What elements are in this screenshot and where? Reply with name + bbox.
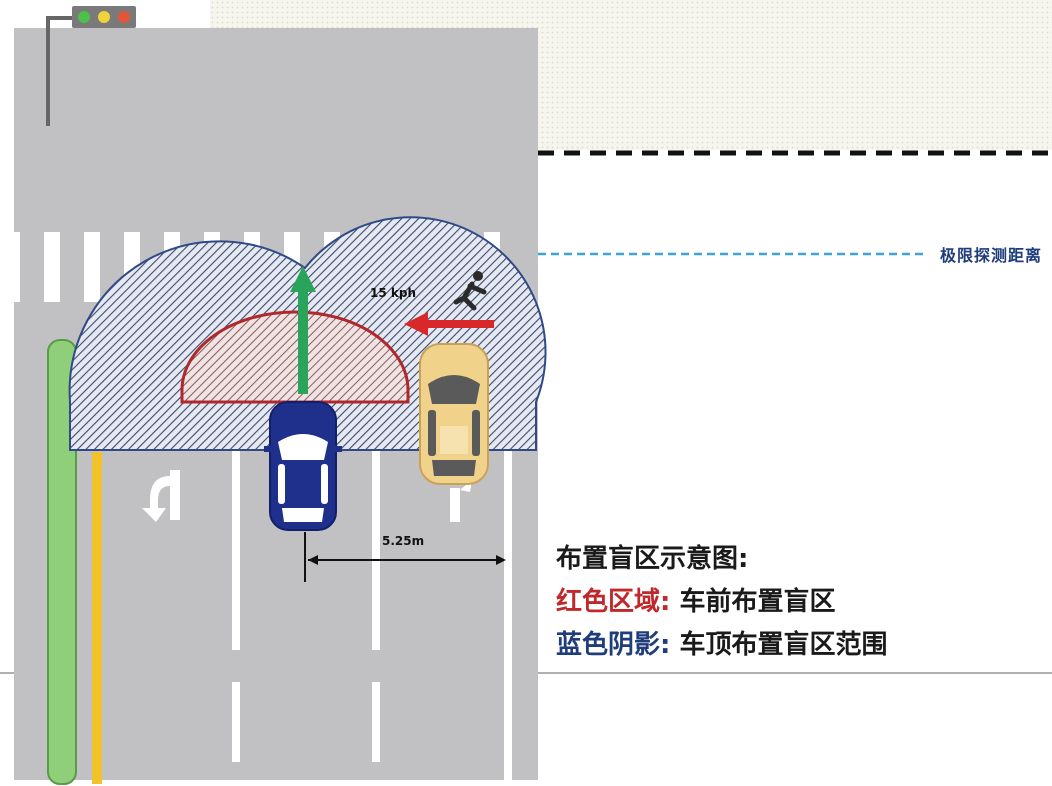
legend-red-desc: 车前布置盲区 (679, 587, 836, 617)
detection-limit-label: 极限探测距离 (940, 246, 1043, 265)
road-arrow-left-lane (142, 470, 180, 522)
legend-red-row: 红色区域: 车前布置盲区 (556, 581, 887, 624)
pedestrian-icon (453, 271, 487, 311)
traffic-light (46, 6, 136, 126)
distance-measure (304, 532, 506, 582)
legend-red-key: 红色区域: (556, 587, 671, 617)
legend-title: 布置盲区示意图: (556, 544, 749, 574)
ego-car (264, 401, 342, 531)
pedestrian-direction-arrow (404, 312, 494, 336)
legend-blue-row: 蓝色阴影: 车顶布置盲区范围 (556, 624, 887, 667)
yellow-center-line (92, 452, 102, 784)
legend: 布置盲区示意图: 红色区域: 车前布置盲区 蓝色阴影: 车顶布置盲区范围 (556, 538, 887, 667)
lane-markings (232, 450, 512, 780)
distance-label: 5.25m (382, 534, 425, 548)
legend-blue-desc: 车顶布置盲区范围 (679, 630, 888, 660)
speed-label: 15 kph (370, 286, 416, 300)
legend-blue-key: 蓝色阴影: (556, 630, 671, 660)
ego-direction-arrow (290, 266, 316, 394)
other-car (419, 343, 489, 485)
